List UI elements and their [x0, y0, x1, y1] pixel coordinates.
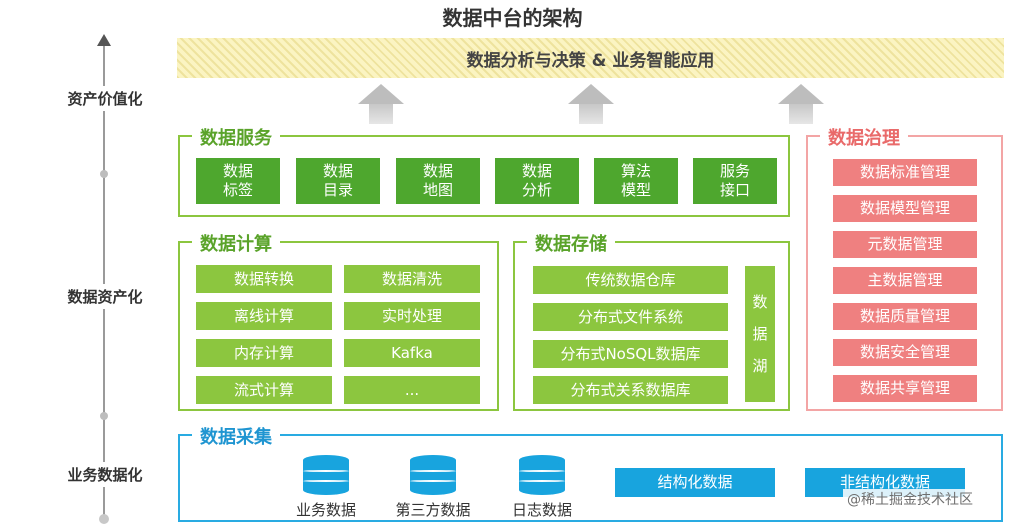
data-service-panel — [178, 135, 790, 217]
compute-item: 数据转换 — [196, 265, 332, 293]
up-arrow-icon — [568, 84, 614, 124]
service-data-tag: 数据标签 — [196, 158, 280, 204]
axis-dot — [100, 412, 108, 420]
axis-start-dot — [99, 514, 109, 524]
application-layer-bar: 数据分析与决策 & 业务智能应用 — [177, 38, 1004, 78]
storage-item: 传统数据仓库 — [533, 266, 728, 294]
governance-item: 数据模型管理 — [833, 195, 977, 222]
database-icon — [303, 455, 349, 495]
compute-item: 实时处理 — [344, 302, 480, 330]
governance-item: 元数据管理 — [833, 231, 977, 258]
governance-item: 数据共享管理 — [833, 375, 977, 402]
governance-item: 数据安全管理 — [833, 339, 977, 366]
structured-data-box: 结构化数据 — [615, 468, 775, 497]
service-api: 服务接口 — [693, 158, 777, 204]
data-service-title: 数据服务 — [192, 124, 280, 150]
service-algorithm-model: 算法模型 — [594, 158, 678, 204]
service-data-analysis: 数据分析 — [495, 158, 579, 204]
data-governance-title: 数据治理 — [820, 124, 908, 150]
database-icon — [410, 455, 456, 495]
axis-label-asset-value: 资产价值化 — [40, 86, 170, 111]
database-icon — [519, 455, 565, 495]
storage-item: 分布式关系数据库 — [533, 376, 728, 404]
source-label: 业务数据 — [295, 501, 356, 519]
up-arrow-icon — [778, 84, 824, 124]
value-axis-line — [103, 40, 105, 520]
compute-item: Kafka — [344, 339, 480, 367]
axis-arrow-up-icon — [97, 34, 111, 46]
source-label: 第三方数据 — [395, 501, 471, 519]
compute-item: 流式计算 — [196, 376, 332, 404]
diagram-title: 数据中台的架构 — [442, 6, 583, 30]
storage-item: 分布式NoSQL数据库 — [533, 340, 728, 368]
data-collect-title: 数据采集 — [192, 423, 280, 449]
up-arrow-icon — [358, 84, 404, 124]
source-label: 日志数据 — [511, 501, 572, 519]
compute-item: 内存计算 — [196, 339, 332, 367]
watermark: @稀土掘金技术社区 — [843, 489, 977, 509]
data-lake-box: 数据湖 — [745, 266, 775, 402]
data-storage-title: 数据存储 — [527, 230, 615, 256]
governance-item: 数据标准管理 — [833, 159, 977, 186]
compute-item: 数据清洗 — [344, 265, 480, 293]
axis-dot — [100, 170, 108, 178]
governance-item: 数据质量管理 — [833, 303, 977, 330]
storage-item: 分布式文件系统 — [533, 303, 728, 331]
compute-item: ... — [344, 376, 480, 404]
governance-item: 主数据管理 — [833, 267, 977, 294]
service-data-catalog: 数据目录 — [296, 158, 380, 204]
compute-item: 离线计算 — [196, 302, 332, 330]
data-compute-title: 数据计算 — [192, 230, 280, 256]
axis-label-data-asset: 数据资产化 — [40, 284, 170, 309]
service-data-map: 数据地图 — [396, 158, 480, 204]
axis-label-business-data: 业务数据化 — [40, 462, 170, 487]
